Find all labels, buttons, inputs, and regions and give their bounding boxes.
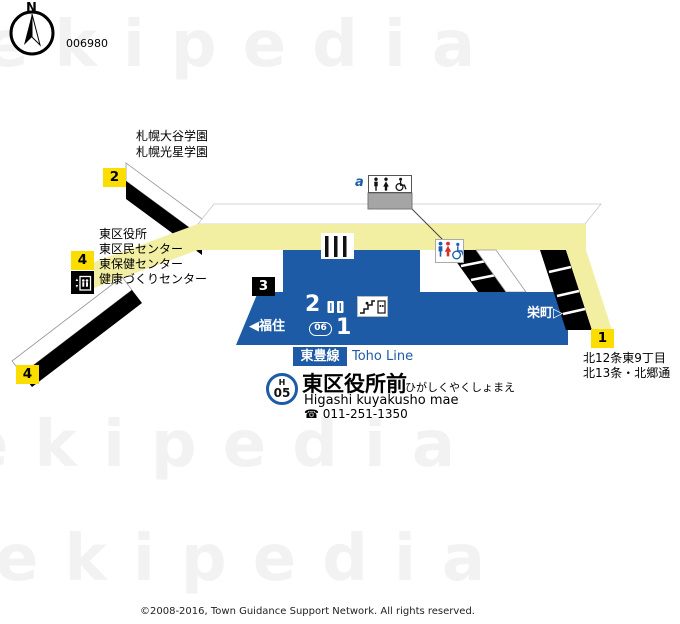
- concourse: [198, 224, 586, 250]
- track2-number: 2: [305, 292, 321, 317]
- exit2-place-1: 札幌大谷学園: [136, 129, 209, 143]
- station-name-en: Higashi kuyakusho mae: [304, 393, 459, 408]
- restroom-room: [367, 192, 413, 210]
- next-station-number: 06: [309, 322, 332, 336]
- exit1-ramp: [540, 250, 612, 330]
- watermark-row-1: ekipedia: [0, 8, 502, 82]
- exit4-elevator-box: [71, 271, 94, 294]
- station-number-badge: H 05: [266, 373, 298, 405]
- exit1-place-1: 北12条東9丁目: [583, 351, 666, 365]
- restroom-icon-box: [435, 239, 464, 263]
- compass-north-label: N: [26, 1, 37, 16]
- watermark-row-3: ekipedia: [0, 522, 512, 596]
- platform-door-icon: [327, 301, 344, 313]
- restroom-icon: [438, 241, 463, 260]
- station-phone-line: ☎ 011-251-1350: [304, 407, 408, 421]
- platform-facility-box: [357, 296, 388, 317]
- exit4-place-4: 健康づくりセンター: [99, 272, 208, 286]
- exit2-badge: 2: [103, 168, 126, 187]
- watermark-row-2: ekipedia: [0, 408, 482, 482]
- station-name-kana: ひがしくやくしょまえ: [405, 381, 515, 394]
- exit4-place-1: 東区役所: [99, 227, 148, 241]
- direction-fukuzumi: ◀福住: [249, 319, 285, 334]
- callout-icon-box: [368, 175, 412, 193]
- exit1-badge: 1: [591, 329, 614, 348]
- exit4-place-2: 東区民センター: [99, 242, 184, 256]
- callout-line: [411, 208, 445, 242]
- exit4-corridor-ramp: [94, 224, 198, 288]
- compass-icon: [9, 10, 55, 56]
- station-code-letter: H: [278, 378, 286, 387]
- callout-label: a: [355, 175, 364, 190]
- exit1-place-2: 北13条・北郷通: [583, 366, 671, 380]
- ticket-gates: [321, 233, 354, 259]
- line-name-jp: 東豊線: [293, 347, 347, 366]
- toilet-wheelchair-icons: [374, 177, 407, 191]
- exit4-place-3: 東保健センター: [99, 257, 184, 271]
- elevator-icon: [75, 275, 91, 291]
- exit3-badge: 3: [252, 277, 275, 296]
- exit4-badge-upper: 4: [71, 251, 94, 270]
- station-name-jp: 東区役所前: [302, 372, 407, 396]
- station-phone: 011-251-1350: [322, 407, 408, 421]
- escalator-elevator-icons: [360, 299, 386, 314]
- track1-number: 1: [336, 315, 352, 340]
- exit4-badge-lower: 4: [16, 365, 39, 384]
- station-code-number: 05: [273, 386, 291, 400]
- direction-sakaemachi: 栄町▷: [527, 306, 563, 321]
- map-code: 006980: [66, 37, 108, 50]
- phone-icon: ☎: [304, 407, 319, 421]
- platform: [236, 292, 568, 345]
- exit2-place-2: 札幌光星学園: [136, 145, 209, 159]
- copyright-text: ©2008-2016, Town Guidance Support Networ…: [140, 606, 475, 617]
- line-name-en: Toho Line: [352, 349, 414, 364]
- track2-door-icons: [327, 300, 345, 314]
